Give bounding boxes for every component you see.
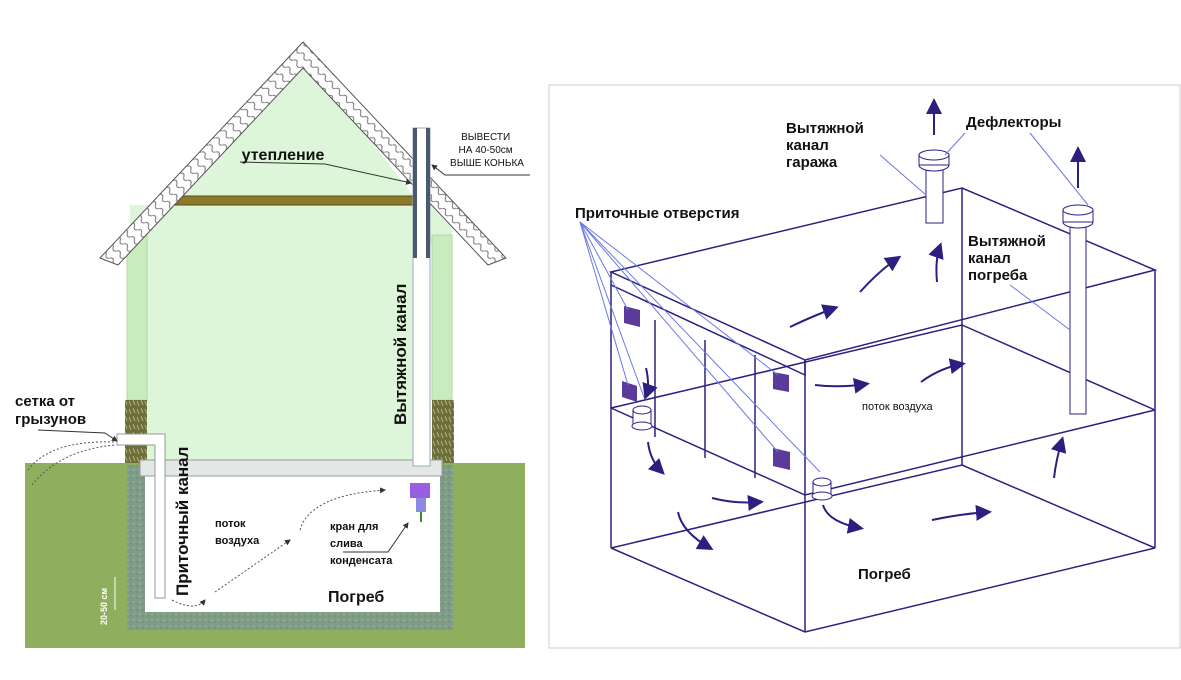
floor-slab — [139, 459, 443, 477]
drain-valve — [410, 483, 430, 498]
cellar-exhaust-pipe — [1062, 204, 1094, 415]
insulation-label: утепление — [242, 147, 325, 164]
inlet-pipe-left — [631, 405, 653, 431]
inlet-pipe-right — [811, 477, 833, 501]
supply-channel-label: Приточный канал — [173, 447, 192, 596]
supply-openings-label: Приточные отверстия — [575, 205, 740, 222]
garage-exhaust-pipe — [918, 149, 950, 224]
outside-airflow — [27, 441, 116, 471]
cellar-label: Погреб — [328, 589, 384, 606]
garage-exhaust-label: Вытяжной канал гаража — [786, 120, 868, 171]
chimney-note: ВЫВЕСТИ НА 40-50см ВЫШЕ КОНЬКА — [450, 132, 524, 169]
left-wall — [126, 234, 148, 401]
air-flow-label: поток воздуха — [215, 518, 260, 547]
ceiling-beam — [169, 195, 433, 206]
roof — [99, 41, 507, 266]
box-outline — [608, 187, 1158, 633]
plinth-left — [125, 400, 147, 463]
leader-lines — [579, 132, 1089, 473]
height-note: 20-50 см — [99, 587, 109, 625]
exhaust-pipe — [412, 127, 431, 467]
plinth-right — [432, 400, 454, 463]
cellar-airflow — [171, 599, 206, 607]
cellar-interior — [145, 475, 440, 612]
house-cross-section: утепление ВЫВЕСТИ НА 40-50см ВЫШЕ КОНЬКА… — [15, 41, 530, 648]
right-wall — [431, 234, 453, 401]
supply-pipe — [116, 433, 166, 599]
airflow-arrows — [642, 98, 1086, 550]
garage-cellar-3d: Вытяжной канал гаража Дефлекторы Приточн… — [548, 84, 1181, 649]
exhaust-channel-label: Вытяжной канал — [391, 284, 410, 425]
air-flow-label: поток воздуха — [862, 401, 934, 413]
supply-vents — [622, 306, 790, 470]
rodent-mesh-label: сетка от грызунов — [15, 393, 86, 428]
house-interior — [145, 205, 430, 463]
cellar-exhaust-label: Вытяжной канал погреба — [968, 233, 1050, 284]
cellar-label: Погреб — [858, 566, 911, 583]
drain-valve-label: кран для слива конденсата — [330, 521, 393, 567]
deflectors-label: Дефлекторы — [966, 114, 1061, 131]
